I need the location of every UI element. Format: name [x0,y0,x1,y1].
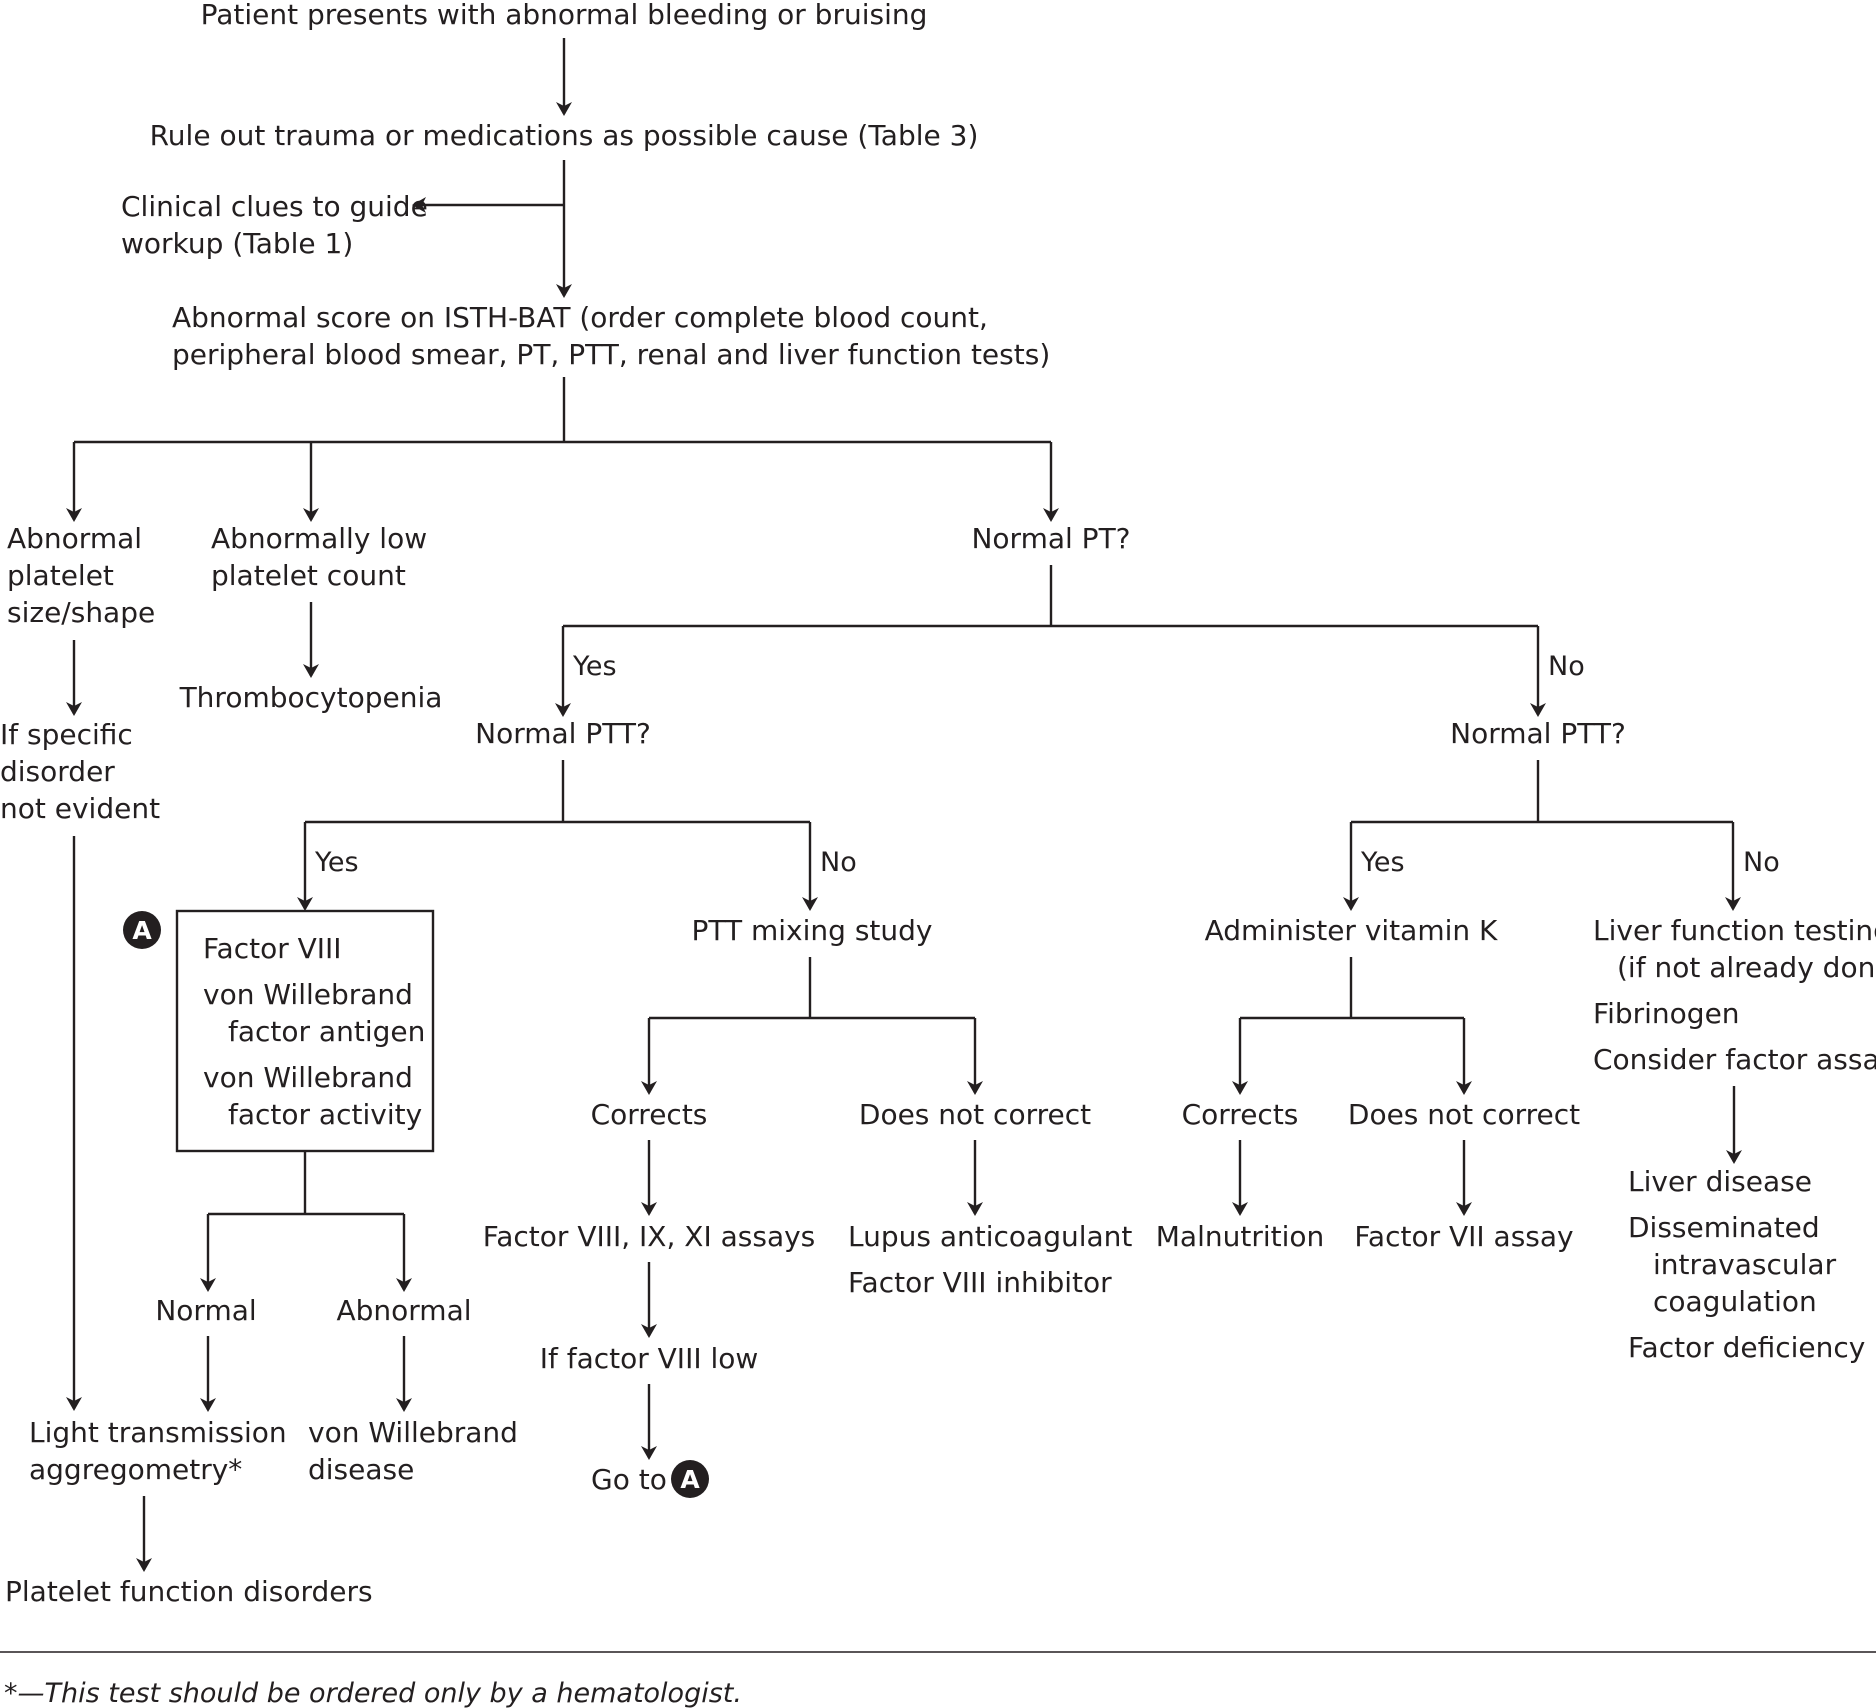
abnormal-text: Abnormal [336,1294,471,1327]
isth-bat-line-2: peripheral blood smear, PT, PTT, renal a… [172,338,1050,371]
node-start: Patient presents with abnormal bleeding … [201,0,928,31]
liver-testing-line-3: Fibrinogen [1593,997,1740,1030]
node-malnutrition: Malnutrition [1156,1220,1325,1253]
node-normal-pt: Normal PT? [971,522,1130,555]
node-lupus: Lupus anticoagulant Factor VIII inhibito… [848,1220,1132,1299]
label-ptt-right-no: No [1743,847,1780,878]
node-low-platelet: Abnormally low platelet count [211,522,427,592]
factor-box-line-1: Factor VIII [203,932,342,965]
normal-text: Normal [155,1294,256,1327]
ptt-mixing-text: PTT mixing study [692,914,933,947]
node-thrombocytopenia: Thrombocytopenia [179,681,443,714]
corrects-right-text: Corrects [1182,1098,1299,1131]
label-ptt-right-yes: Yes [1360,847,1405,878]
start-text: Patient presents with abnormal bleeding … [201,0,928,31]
liver-outcomes-line-1: Liver disease [1628,1165,1812,1198]
node-isth-bat: Abnormal score on ISTH-BAT (order comple… [172,301,1050,371]
abnormal-platelet-line-1: Abnormal [7,522,142,555]
thrombocytopenia-text: Thrombocytopenia [179,681,443,714]
liver-testing-line-2: (if not already done) [1617,951,1876,984]
isth-bat-line-1: Abnormal score on ISTH-BAT (order comple… [172,301,988,334]
marker-a-badge: A [123,911,161,949]
marker-a-circle [123,911,161,949]
node-rule-out: Rule out trauma or medications as possib… [150,119,979,152]
not-correct-right-text: Does not correct [1348,1098,1580,1131]
factor-vii-text: Factor VII assay [1354,1220,1573,1253]
liver-outcomes-line-2: Disseminated [1628,1211,1820,1244]
node-factor-box-text: Factor VIII von Willebrand factor antige… [203,932,425,1131]
node-liver-testing: Liver function testing (if not already d… [1593,914,1876,1076]
liver-outcomes-line-4: coagulation [1653,1285,1817,1318]
normal-ptt-left-text: Normal PTT? [475,717,651,750]
marker-a-text: A [132,916,152,945]
node-light-transmission: Light transmission aggregometry* [29,1416,287,1486]
corrects-left-text: Corrects [591,1098,708,1131]
go-to-marker-circle [671,1460,709,1498]
go-to-text: Go to [591,1463,667,1496]
clinical-clues-line-2: workup (Table 1) [121,227,353,260]
node-liver-outcomes: Liver disease Disseminated intravascular… [1628,1165,1865,1364]
node-vitamin-k: Administer vitamin K [1205,914,1498,947]
not-correct-left-text: Does not correct [859,1098,1091,1131]
node-normal-ptt-right: Normal PTT? [1450,717,1626,750]
vitamin-k-text: Administer vitamin K [1205,914,1498,947]
liver-testing-line-4: Consider factor assays [1593,1043,1876,1076]
node-platelet-function: Platelet function disorders [5,1575,373,1608]
liver-testing-line-1: Liver function testing [1593,914,1876,947]
node-factor-assays: Factor VIII, IX, XI assays [483,1220,816,1253]
node-not-correct-left: Does not correct [859,1098,1091,1131]
vwd-line-1: von Willebrand [308,1416,518,1449]
node-factor-vii: Factor VII assay [1354,1220,1573,1253]
if-factor-low-text: If factor VIII low [540,1342,759,1375]
low-platelet-line-1: Abnormally low [211,522,427,555]
abnormal-platelet-line-3: size/shape [7,596,155,629]
lupus-line-1: Lupus anticoagulant [848,1220,1132,1253]
lupus-line-2: Factor VIII inhibitor [848,1266,1112,1299]
normal-ptt-right-text: Normal PTT? [1450,717,1626,750]
factor-box-line-4: von Willebrand [203,1061,413,1094]
label-pt-yes: Yes [572,651,617,682]
node-corrects-right: Corrects [1182,1098,1299,1131]
clinical-clues-line-1: Clinical clues to guide [121,190,428,223]
node-abnormal: Abnormal [336,1294,471,1327]
malnutrition-text: Malnutrition [1156,1220,1325,1253]
if-specific-line-2: disorder [0,755,115,788]
connectors [66,38,1742,1572]
factor-box-line-3: factor antigen [228,1015,425,1048]
liver-outcomes-line-3: intravascular [1653,1248,1837,1281]
node-normal-ptt-left: Normal PTT? [475,717,651,750]
go-to-marker-text: A [680,1465,700,1494]
node-ptt-mixing: PTT mixing study [692,914,933,947]
label-pt-no: No [1548,651,1585,682]
node-not-correct-right: Does not correct [1348,1098,1580,1131]
platelet-function-text: Platelet function disorders [5,1575,373,1608]
light-transmission-line-2: aggregometry* [29,1453,242,1486]
label-ptt-left-no: No [820,847,857,878]
node-clinical-clues: Clinical clues to guide workup (Table 1) [121,190,428,260]
factor-assays-text: Factor VIII, IX, XI assays [483,1220,816,1253]
if-specific-line-1: If specific [0,718,133,751]
abnormal-platelet-line-2: platelet [7,559,114,592]
rule-out-text: Rule out trauma or medications as possib… [150,119,979,152]
node-go-to: Go to A [591,1460,709,1498]
node-vwd: von Willebrand disease [308,1416,518,1486]
factor-box-line-5: factor activity [228,1098,422,1131]
footnote-text: *—This test should be ordered only by a … [4,1678,742,1708]
node-if-specific: If specific disorder not evident [0,718,160,825]
liver-outcomes-line-5: Factor deficiency [1628,1331,1865,1364]
factor-box-line-2: von Willebrand [203,978,413,1011]
low-platelet-line-2: platelet count [211,559,406,592]
node-normal: Normal [155,1294,256,1327]
if-specific-line-3: not evident [0,792,160,825]
node-if-factor-low: If factor VIII low [540,1342,759,1375]
node-abnormal-platelet: Abnormal platelet size/shape [7,522,155,629]
light-transmission-line-1: Light transmission [29,1416,287,1449]
vwd-line-2: disease [308,1453,414,1486]
factor-tests-box [175,909,435,1153]
normal-pt-text: Normal PT? [971,522,1130,555]
node-corrects-left: Corrects [591,1098,708,1131]
label-ptt-left-yes: Yes [314,847,359,878]
